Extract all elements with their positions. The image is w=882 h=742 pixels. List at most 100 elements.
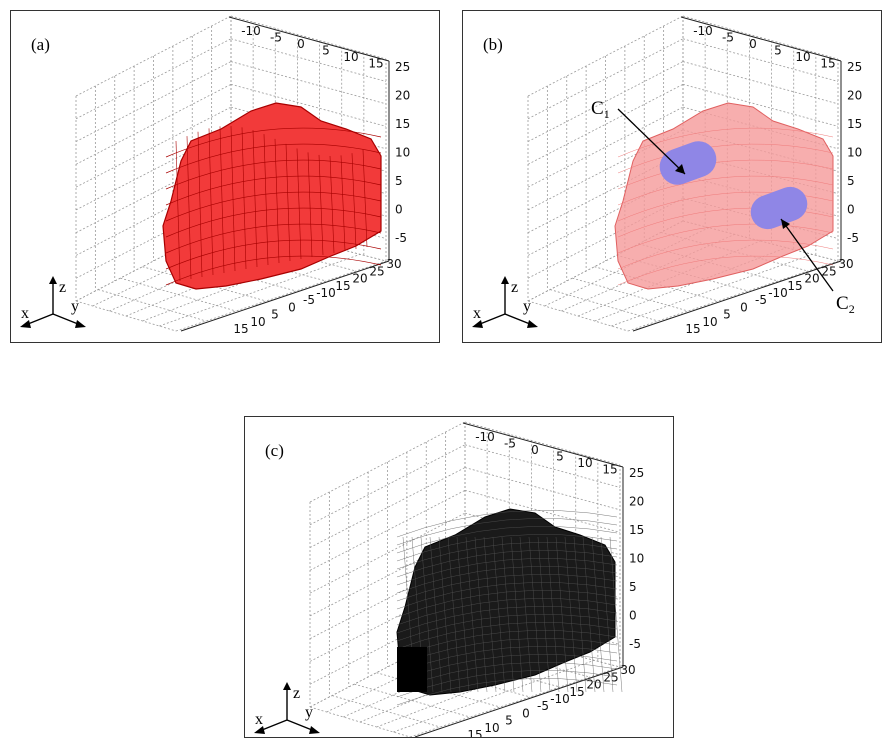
triad-z-label: z (511, 279, 518, 296)
triad-y-label: y (305, 704, 313, 721)
top-tick-label: 15 (368, 57, 383, 71)
surface-meridian (318, 154, 324, 256)
bottom-axis-line (180, 260, 390, 332)
mesh-line (501, 536, 515, 693)
right-tick-label: -5 (395, 231, 407, 245)
surface-meridian (340, 155, 346, 252)
top-tick-label: -5 (270, 31, 282, 45)
grid-line (75, 61, 232, 142)
surface-contour (617, 143, 834, 174)
grid-line (611, 253, 813, 327)
surface-meridian (274, 138, 280, 264)
mesh-line (483, 536, 497, 693)
grid-line (309, 512, 466, 594)
grid-line (309, 444, 466, 526)
grid-line (682, 83, 839, 127)
bottom-tick-label: 30 (838, 257, 853, 271)
triad-y-arrowhead (75, 320, 86, 328)
bottom-tick-label: -5 (755, 293, 767, 307)
bottom-tick-label: 30 (620, 663, 635, 677)
surface-contour (617, 223, 834, 254)
bottom-tick-label: 30 (386, 257, 401, 271)
grid-line (627, 260, 839, 332)
surface-contour (165, 191, 382, 222)
grid-line (309, 489, 466, 571)
panel-a-label: (a) (31, 35, 50, 54)
mesh-line (591, 536, 605, 693)
triad-z-label: z (59, 279, 66, 296)
grid-line (75, 106, 232, 188)
triad-z-arrowhead (49, 276, 57, 284)
top-tick-label: -5 (504, 437, 516, 451)
mesh-line (396, 566, 618, 594)
mesh-line (429, 536, 443, 693)
cavity-c1 (659, 141, 717, 185)
bottom-tick-label: 10 (702, 315, 717, 329)
grid-line (230, 83, 387, 127)
arrow-c2 (780, 218, 834, 292)
triad-z-label: z (293, 685, 300, 702)
mesh-dense-region (397, 647, 427, 692)
right-tick-label: 0 (847, 203, 855, 217)
top-tick-label: -10 (693, 24, 713, 38)
mesh-line (396, 582, 618, 610)
surface-contour (617, 207, 834, 238)
cavity-c2 (750, 186, 808, 230)
surface-contour (617, 175, 834, 206)
bottom-tick-label: -5 (303, 293, 315, 307)
right-tick-label: 25 (629, 466, 644, 480)
mesh-line (396, 622, 618, 650)
grid-line (464, 467, 621, 511)
grid-line (682, 61, 839, 105)
right-tick-label: 5 (395, 174, 403, 188)
mesh-line (474, 536, 488, 693)
surface-meridian (197, 131, 203, 278)
top-tick-label: 5 (322, 44, 330, 58)
annotation-c1: C1 (591, 98, 610, 121)
bottom-tick-label: 5 (723, 308, 731, 322)
top-axis-line (462, 422, 624, 468)
mesh-line (573, 536, 587, 693)
triad-x-label: x (255, 711, 263, 728)
surface-meridian (362, 149, 368, 248)
mesh-line (546, 536, 560, 693)
object-surface (162, 102, 382, 290)
mesh-line (420, 536, 434, 693)
mesh-line (510, 536, 524, 693)
mesh-line (456, 536, 470, 693)
mesh-line (396, 518, 618, 546)
arrow-c1 (617, 108, 686, 175)
grid-line (230, 61, 387, 105)
grid-line (464, 489, 621, 533)
bottom-tick-label: -10 (316, 286, 336, 300)
mesh-line (582, 536, 596, 693)
mesh-line (492, 536, 506, 693)
panel-c-label: (c) (265, 441, 284, 460)
bottom-tick-label: 15 (335, 279, 350, 293)
right-tick-label: 0 (395, 203, 403, 217)
bottom-tick-label: 0 (740, 300, 748, 314)
right-tick-label: 15 (629, 523, 644, 537)
bottom-tick-label: 15 (685, 322, 700, 336)
grid-line (230, 38, 387, 82)
right-tick-label: 20 (629, 495, 644, 509)
right-tick-label: 10 (847, 146, 862, 160)
mesh-line (555, 536, 569, 693)
mesh-line (447, 536, 461, 693)
mesh-line (600, 536, 614, 693)
right-tick-label: -5 (629, 637, 641, 651)
surface-meridian (307, 152, 313, 258)
triad-x-label: x (21, 305, 29, 322)
bottom-tick-label: 5 (505, 714, 513, 728)
top-tick-label: 0 (531, 443, 539, 457)
surface-meridian (241, 127, 247, 270)
surface-contour (165, 223, 382, 254)
arrowhead-c1 (675, 164, 685, 174)
surface-contour (165, 143, 382, 174)
grid-line (309, 467, 466, 548)
right-tick-label: 0 (629, 609, 637, 623)
surface-contour (165, 159, 382, 190)
